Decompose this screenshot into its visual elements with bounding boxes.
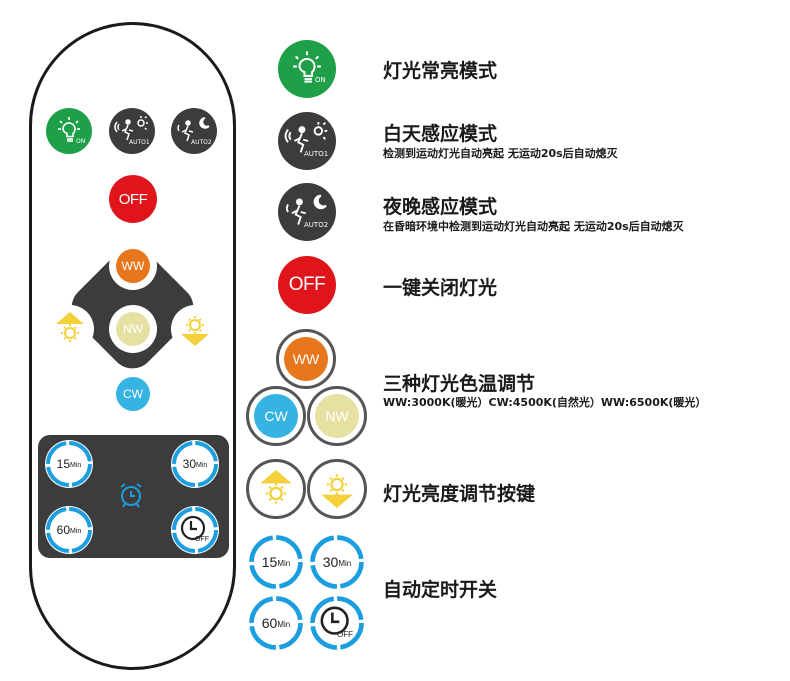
legend-ww-icon: WW bbox=[276, 329, 336, 389]
legend-timer-30-min: Min bbox=[338, 559, 352, 568]
motion-sun-icon bbox=[114, 115, 148, 141]
legend-brightness-down-icon bbox=[307, 459, 367, 519]
legend-nw-label: NW bbox=[325, 408, 349, 424]
legend-off-icon: OFF bbox=[278, 256, 336, 314]
timer-60-min: Min bbox=[70, 528, 82, 535]
day-mode-desc: 检测到运动灯光自动亮起 无运动20s后自动熄灭 bbox=[383, 147, 618, 160]
timer-30-num: 30 bbox=[182, 457, 197, 471]
timer-15-num: 15 bbox=[56, 457, 71, 471]
legend-cw-icon: CW bbox=[246, 386, 306, 446]
always-on-title: 灯光常亮模式 bbox=[383, 60, 498, 82]
night-mode-title: 夜晚感应模式 bbox=[383, 196, 498, 218]
color-temp-title: 三种灯光色温调节 bbox=[383, 373, 536, 395]
remote-nw-button[interactable]: NW bbox=[109, 305, 157, 353]
timer-15-min: Min bbox=[70, 462, 82, 469]
timer-title: 自动定时开关 bbox=[383, 579, 498, 601]
motion-moon-icon bbox=[177, 117, 210, 142]
legend-timer-30-num: 30 bbox=[322, 554, 339, 570]
off-label: OFF bbox=[118, 190, 148, 208]
remote-auto1-button[interactable]: AUTO1 bbox=[109, 108, 155, 154]
legend-auto1-label: AUTO1 bbox=[304, 150, 329, 158]
clock-off-icon bbox=[172, 507, 218, 553]
legend-auto2-label: AUTO2 bbox=[304, 221, 329, 229]
brightness-up-icon bbox=[56, 312, 84, 342]
clock-off-icon bbox=[310, 596, 364, 650]
brightness-up-icon bbox=[260, 469, 292, 504]
remote-timer-off-button[interactable]: OFF bbox=[171, 506, 219, 554]
legend-timer-60-num: 60 bbox=[261, 615, 278, 631]
off-title: 一键关闭灯光 bbox=[383, 277, 498, 299]
remote-brightness-up-button[interactable] bbox=[46, 305, 94, 353]
legend-auto1-icon: AUTO1 bbox=[278, 112, 336, 170]
remote-on-button[interactable]: ON bbox=[46, 108, 92, 154]
brightness-down-icon bbox=[321, 474, 353, 509]
legend-timer-15-min: Min bbox=[277, 559, 291, 568]
cw-label: CW bbox=[123, 387, 143, 401]
auto2-label: AUTO2 bbox=[191, 139, 212, 146]
remote-off-button[interactable]: OFF bbox=[109, 175, 157, 223]
day-mode-title: 白天感应模式 bbox=[383, 123, 498, 145]
remote-cw-button[interactable]: CW bbox=[109, 370, 157, 418]
remote-brightness-down-button[interactable] bbox=[171, 305, 219, 353]
timer-off-label: OFF bbox=[195, 536, 209, 543]
remote-ww-button[interactable]: WW bbox=[109, 242, 157, 290]
legend-auto2-icon: AUTO2 bbox=[278, 183, 336, 241]
remote-auto2-button[interactable]: AUTO2 bbox=[171, 108, 217, 154]
timer-30-min: Min bbox=[196, 462, 208, 469]
legend-cw-label: CW bbox=[264, 408, 288, 424]
bulb-icon bbox=[58, 117, 80, 142]
timer-60-num: 60 bbox=[56, 523, 71, 537]
legend-ww-label: WW bbox=[292, 351, 320, 367]
legend-on-icon: ON bbox=[278, 40, 336, 98]
legend-timer-15-num: 15 bbox=[261, 554, 278, 570]
legend-timer-off-label: OFF bbox=[337, 630, 353, 639]
nw-label: NW bbox=[123, 322, 143, 336]
legend-timer-off-icon: OFF bbox=[309, 595, 365, 651]
brightness-title: 灯光亮度调节按键 bbox=[383, 483, 536, 505]
on-label: ON bbox=[76, 138, 86, 145]
legend-brightness-up-icon bbox=[246, 459, 306, 519]
auto1-label: AUTO1 bbox=[129, 139, 150, 146]
alarm-clock-icon bbox=[120, 483, 142, 508]
motion-sun-icon bbox=[284, 122, 328, 153]
night-mode-desc: 在昏暗环境中检测到运动灯光自动亮起 无运动20s后自动熄灭 bbox=[383, 220, 684, 233]
bulb-icon bbox=[293, 51, 321, 83]
color-temp-desc: WW:3000K(暖光）CW:4500K(自然光）WW:6500K(暖光） bbox=[383, 396, 707, 409]
brightness-down-icon bbox=[181, 316, 209, 346]
legend-nw-icon: NW bbox=[307, 386, 367, 446]
ww-label: WW bbox=[121, 259, 145, 273]
legend-on-label: ON bbox=[315, 76, 326, 84]
legend-timer-60-min: Min bbox=[277, 620, 291, 629]
motion-moon-icon bbox=[285, 194, 327, 225]
legend-off-label: OFF bbox=[288, 274, 326, 295]
